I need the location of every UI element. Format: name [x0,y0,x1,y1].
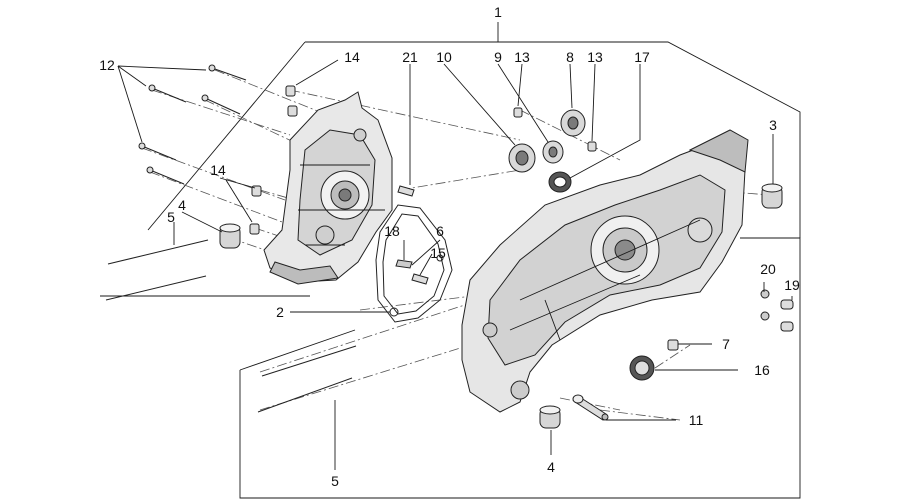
callout-6: 6 [436,223,444,239]
callout-7: 7 [722,336,730,352]
dowel-pins [249,85,679,351]
bush-3 [761,183,783,209]
bush-4-bottom [539,405,561,429]
oil-seal-17 [548,171,572,193]
callout-18: 18 [384,223,400,239]
callout-14-top: 14 [344,49,360,65]
clip-18-6 [395,259,413,269]
callout-2: 2 [276,304,284,320]
callout-12: 12 [99,57,115,73]
bearing-8 [560,109,586,137]
bush-4-left [219,223,241,249]
callout-10: 10 [436,49,452,65]
callout-20: 20 [760,261,776,277]
callout-5-left: 5 [167,209,175,225]
long-bolts-12 [138,64,247,185]
callout-8: 8 [566,49,574,65]
studs-5 [105,239,357,413]
callout-9: 9 [494,49,502,65]
callout-4-bottom: 4 [547,459,555,475]
callout-14-left: 14 [210,162,226,178]
callout-19: 19 [784,277,800,293]
callout-5-bottom: 5 [331,473,339,489]
bolt-21 [397,185,415,197]
bearing-10 [508,143,536,173]
callout-4-left: 4 [178,197,186,213]
left-crankcase-half [263,91,393,285]
oil-seal-16 [629,355,655,381]
plugs-19-20 [760,289,794,332]
callout-17: 17 [634,49,650,65]
callout-15: 15 [430,245,446,261]
callout-21: 21 [402,49,418,65]
callout-3: 3 [769,117,777,133]
leader-lines [117,59,793,470]
callout-1: 1 [494,4,502,20]
callout-11: 11 [689,412,704,428]
shaft-11 [572,394,609,421]
bolt-15 [411,273,429,285]
callout-labels: 1 12 14 21 10 9 13 8 13 17 3 14 4 5 18 6… [99,4,800,489]
callout-13-right: 13 [587,49,603,65]
callout-16: 16 [754,362,770,378]
assembly-frame [100,22,801,499]
right-crankcase-half [461,129,749,413]
bearing-9 [542,140,564,164]
callout-13-left: 13 [514,49,530,65]
